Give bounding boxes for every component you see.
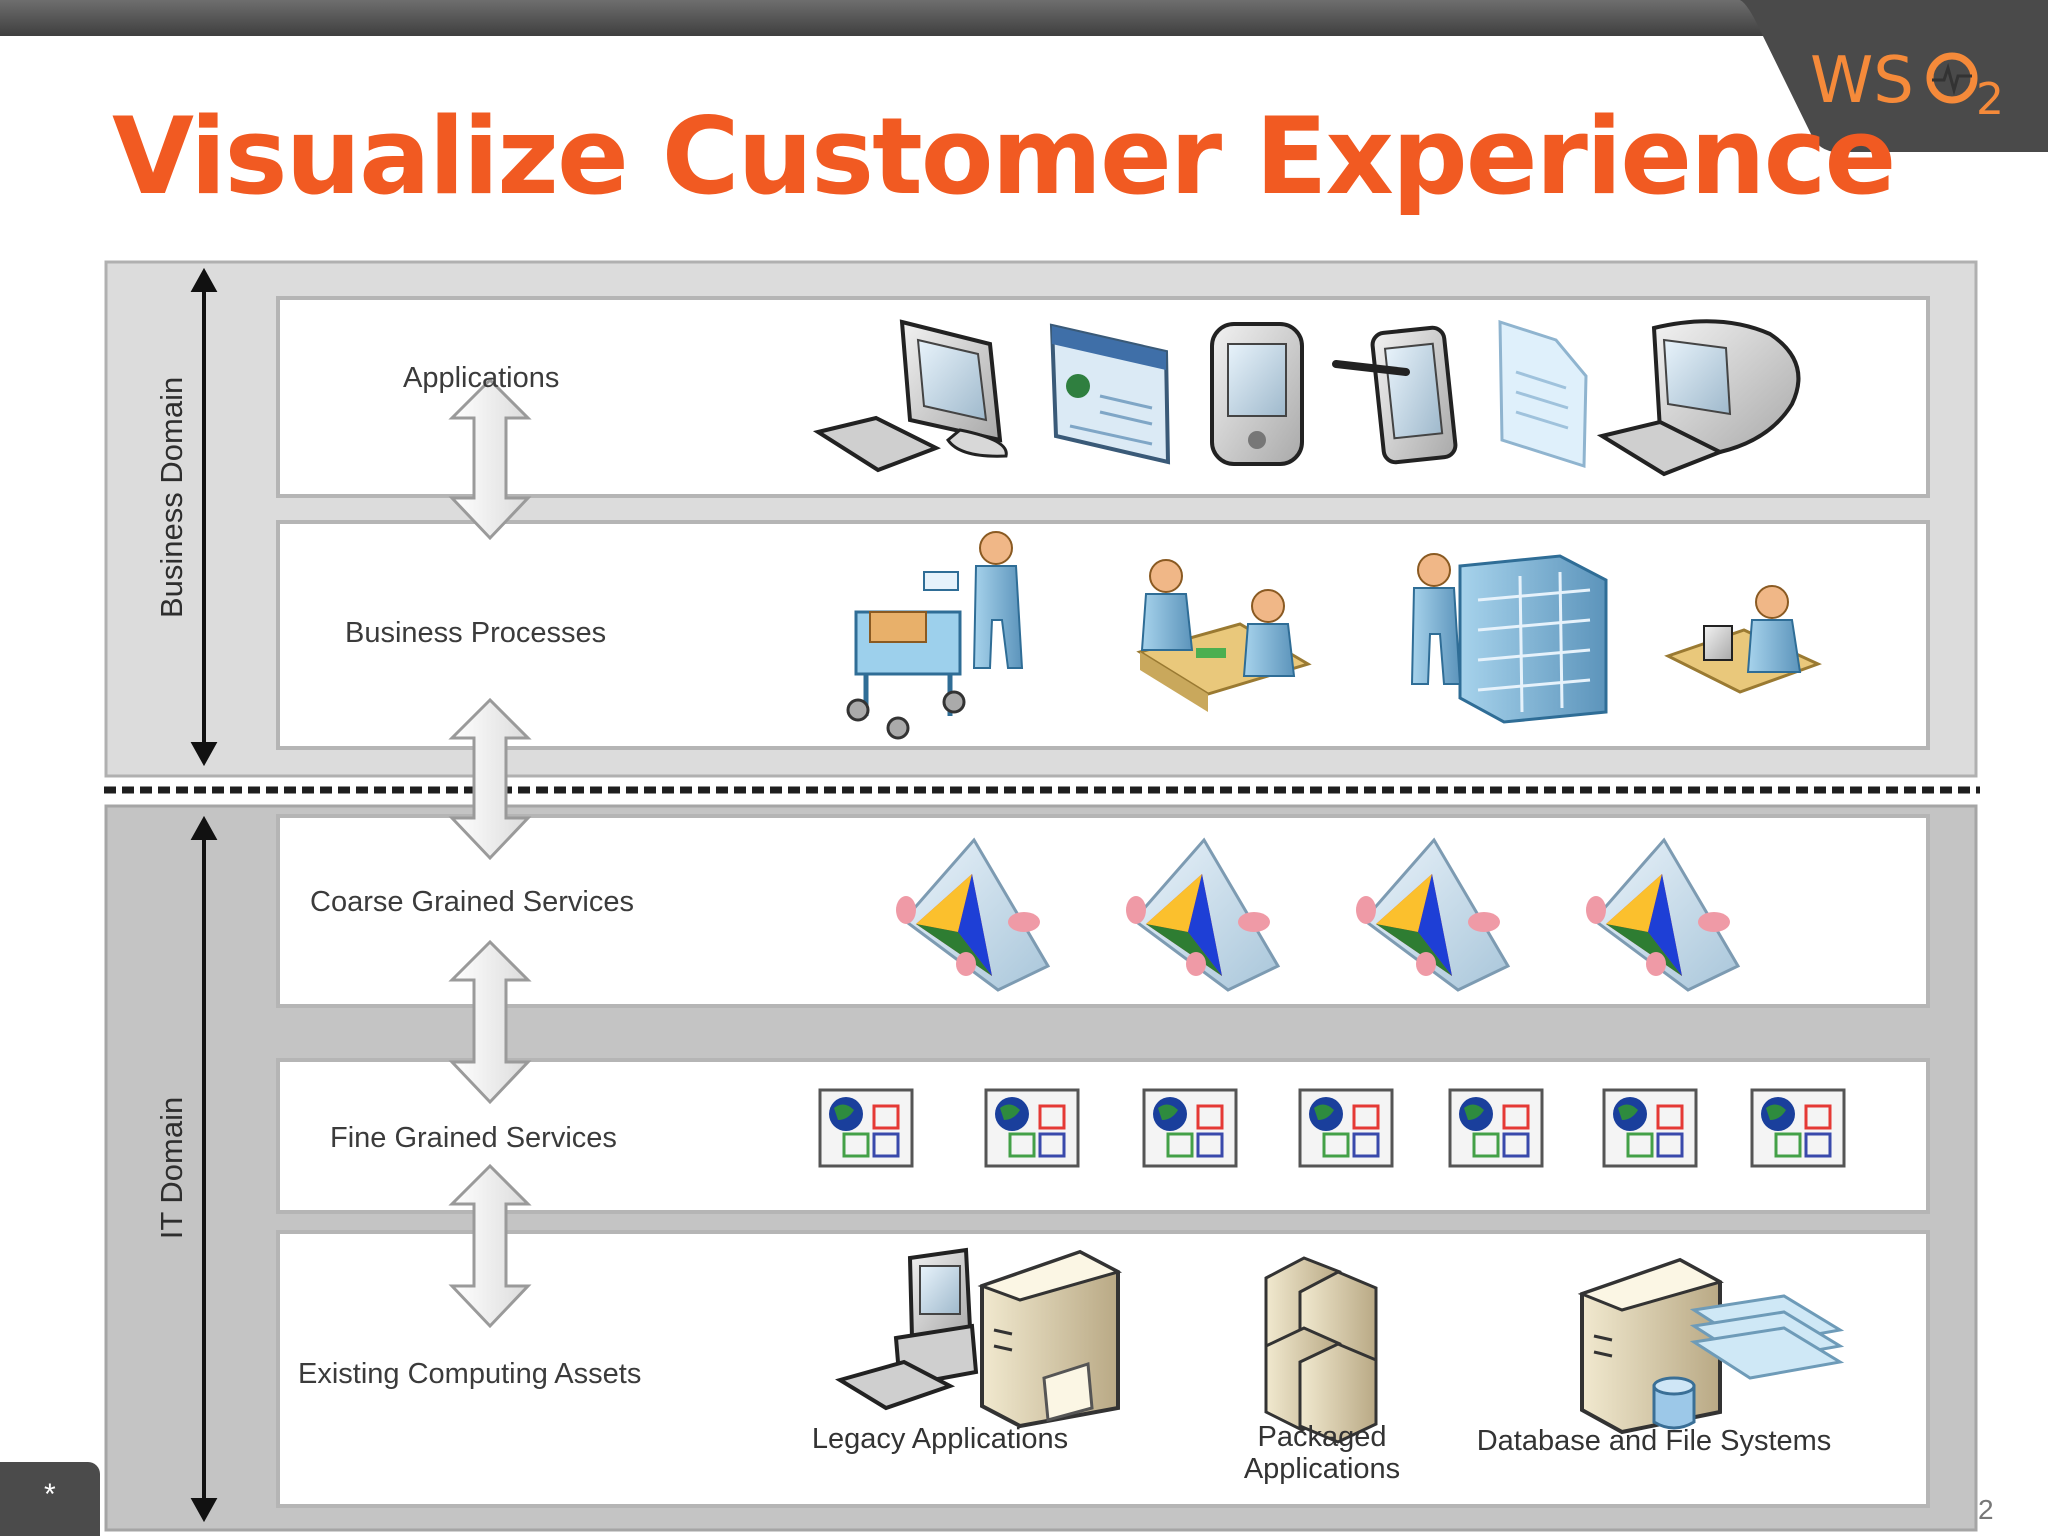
- logo-tab: [1740, 0, 2048, 152]
- svg-text:2: 2: [1976, 74, 2004, 120]
- slide-title: Visualize Customer Experience: [112, 95, 1896, 218]
- browser-window-icon: [1049, 323, 1171, 465]
- pda-icon: [1210, 322, 1304, 466]
- layer-label-applications: Applications: [403, 362, 560, 394]
- footer-marker: *: [44, 1478, 56, 1511]
- service-box-icon-5: [1448, 1088, 1544, 1168]
- service-prism-icon-1: [896, 837, 1051, 992]
- service-box-icon-2: [984, 1088, 1080, 1168]
- business-domain-label: Business Domain: [154, 376, 189, 618]
- desktop-computer-icon: [812, 319, 1008, 473]
- layer-label-computing-assets: Existing Computing Assets: [298, 1358, 642, 1390]
- service-prism-icon-2: [1126, 837, 1281, 992]
- service-box-icon-6: [1602, 1088, 1698, 1168]
- meeting-table-icon: [1136, 559, 1312, 712]
- legacy-server-icon: [835, 1247, 1123, 1429]
- business-domain-arrow: [190, 267, 218, 767]
- layer-box-business-processes: [276, 520, 1930, 750]
- service-box-icon-4: [1298, 1088, 1394, 1168]
- top-bar: [0, 0, 2048, 36]
- desk-worker-icon: [1664, 585, 1822, 694]
- wso2-logo: WS 2: [1810, 40, 2010, 125]
- document-icon: [1498, 319, 1588, 469]
- packaged-server-icon: [1264, 1256, 1378, 1444]
- service-prism-icon-4: [1586, 837, 1741, 992]
- caption-packaged-applications: Packaged Applications: [1243, 1421, 1401, 1485]
- svg-text:WS: WS: [1810, 44, 1914, 118]
- footer-tab: [0, 1462, 100, 1536]
- tablet-stylus-icon: [1332, 325, 1458, 465]
- imac-computer-icon: [1596, 319, 1801, 477]
- layer-label-coarse-services: Coarse Grained Services: [310, 886, 634, 918]
- page-number: 2: [1978, 1494, 1994, 1525]
- server-rack-worker-icon: [1410, 553, 1608, 724]
- it-domain-arrow: [190, 815, 218, 1523]
- service-box-icon-3: [1142, 1088, 1238, 1168]
- caption-legacy-applications: Legacy Applications: [811, 1423, 1069, 1455]
- layer-label-business-processes: Business Processes: [345, 617, 607, 649]
- caption-database-file-systems: Database and File Systems: [1476, 1425, 1832, 1457]
- database-server-icon: [1577, 1257, 1845, 1435]
- service-prism-icon-3: [1356, 837, 1511, 992]
- layer-label-fine-services: Fine Grained Services: [330, 1122, 617, 1154]
- it-domain-label: IT Domain: [154, 1096, 189, 1240]
- service-box-icon-1: [818, 1088, 914, 1168]
- cart-worker-icon: [846, 531, 1024, 740]
- service-box-icon-7: [1750, 1088, 1846, 1168]
- layer-arrows: [448, 377, 532, 1329]
